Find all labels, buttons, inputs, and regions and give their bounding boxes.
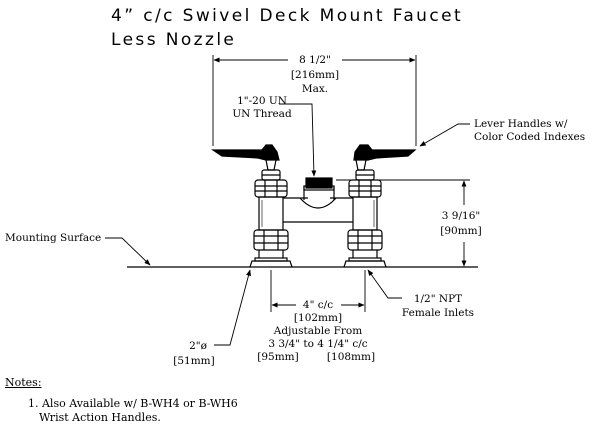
center-dimension — [270, 270, 366, 312]
note-line-2: Wrist Action Handles. — [39, 411, 161, 424]
height-dimension — [336, 179, 470, 268]
height-imperial: 3 9/16" — [442, 210, 480, 222]
center-swivel-body — [283, 177, 353, 223]
thread-label-2: UN Thread — [232, 108, 292, 120]
overall-width-qualifier: Max. — [302, 83, 328, 95]
drawing-title: 4” c/c Swivel Deck Mount Faucet Less Noz… — [111, 4, 463, 52]
mounting-leader — [105, 237, 151, 266]
lever-label-1: Lever Handles w/ — [474, 118, 568, 130]
overall-width-dimension — [212, 55, 417, 146]
inlets-label-2: Female Inlets — [402, 307, 474, 319]
lever-leader — [419, 123, 470, 147]
note-item: 1. Also Available w/ B-WH4 or B-WH6 Wris… — [28, 397, 238, 425]
adjustable-metric-min: [95mm] — [257, 351, 298, 363]
notes-heading: Notes: — [5, 376, 42, 389]
title-line-1: 4” c/c Swivel Deck Mount Faucet — [111, 6, 464, 26]
adjustable-metric-max: [108mm] — [327, 351, 375, 363]
overall-width-imperial: 8 1/2" — [299, 54, 331, 66]
height-metric: [90mm] — [440, 225, 481, 237]
flange-leader — [214, 269, 251, 346]
thread-label-1: 1"-20 UN — [237, 95, 287, 107]
overall-width-metric: [216mm] — [291, 69, 339, 81]
right-valve — [343, 144, 417, 268]
center-metric: [102mm] — [294, 312, 342, 324]
lever-label-2: Color Coded Indexes — [474, 131, 585, 143]
title-line-2: Less Nozzle — [111, 30, 237, 50]
thread-leader — [279, 103, 317, 177]
inlets-leader — [367, 269, 402, 299]
flange-diameter-imperial: 2"ø — [189, 340, 207, 352]
note-line-1: 1. Also Available w/ B-WH4 or B-WH6 — [28, 397, 238, 410]
adjustable-range: 3 3/4" to 4 1/4" c/c — [268, 338, 367, 350]
flange-diameter-metric: [51mm] — [173, 355, 214, 367]
notes-section: Notes: 1. Also Available w/ B-WH4 or B-W… — [5, 376, 238, 425]
mounting-surface-label: Mounting Surface — [5, 232, 101, 244]
center-imperial: 4" c/c — [303, 299, 333, 311]
adjustable-label: Adjustable From — [273, 325, 362, 337]
left-valve — [211, 144, 293, 268]
inlets-label-1: 1/2" NPT — [414, 293, 462, 305]
